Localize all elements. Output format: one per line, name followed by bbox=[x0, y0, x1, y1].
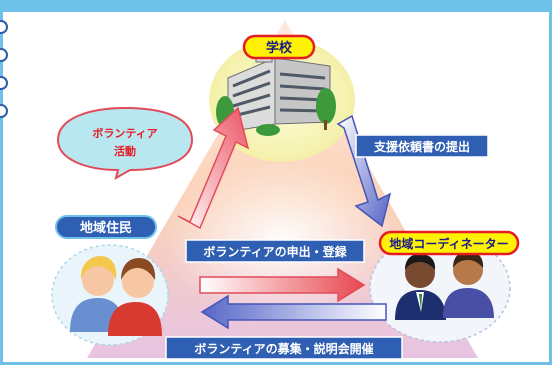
recruit-briefing-label: ボランティアの募集・説明会開催 bbox=[165, 336, 403, 360]
binder-ring bbox=[0, 48, 8, 62]
volunteer-activity-bubble: ボランティア 活動 bbox=[56, 106, 194, 181]
residents-people-icon bbox=[70, 256, 162, 336]
apply-register-label: ボランティアの申出・登録 bbox=[185, 239, 365, 263]
volunteer-activity-arrow bbox=[177, 106, 250, 230]
bubble-text-line2: 活動 bbox=[114, 144, 136, 158]
school-label: 学校 bbox=[242, 34, 316, 60]
recruit-briefing-arrow bbox=[200, 294, 387, 330]
coordinator-label: 地域コーディネーター bbox=[378, 230, 520, 256]
binder-rings bbox=[0, 20, 8, 132]
residents-label-text: 地域住民 bbox=[80, 220, 132, 236]
binder-ring bbox=[0, 76, 8, 90]
recruit-briefing-text: ボランティアの募集・説明会開催 bbox=[194, 341, 373, 356]
apply-register-arrow bbox=[199, 267, 366, 303]
apply-register-text: ボランティアの申出・登録 bbox=[203, 244, 347, 259]
coordinator-people-icon bbox=[395, 251, 494, 320]
coordinator-label-text: 地域コーディネーター bbox=[389, 236, 508, 251]
support-request-label: 支援依頼書の提出 bbox=[355, 134, 489, 158]
school-label-text: 学校 bbox=[266, 40, 293, 56]
bubble-text-line1: ボランティア bbox=[92, 126, 157, 140]
support-request-text: 支援依頼書の提出 bbox=[373, 139, 470, 154]
binder-ring bbox=[0, 20, 8, 34]
binder-ring bbox=[0, 104, 8, 118]
residents-label: 地域住民 bbox=[55, 215, 157, 239]
